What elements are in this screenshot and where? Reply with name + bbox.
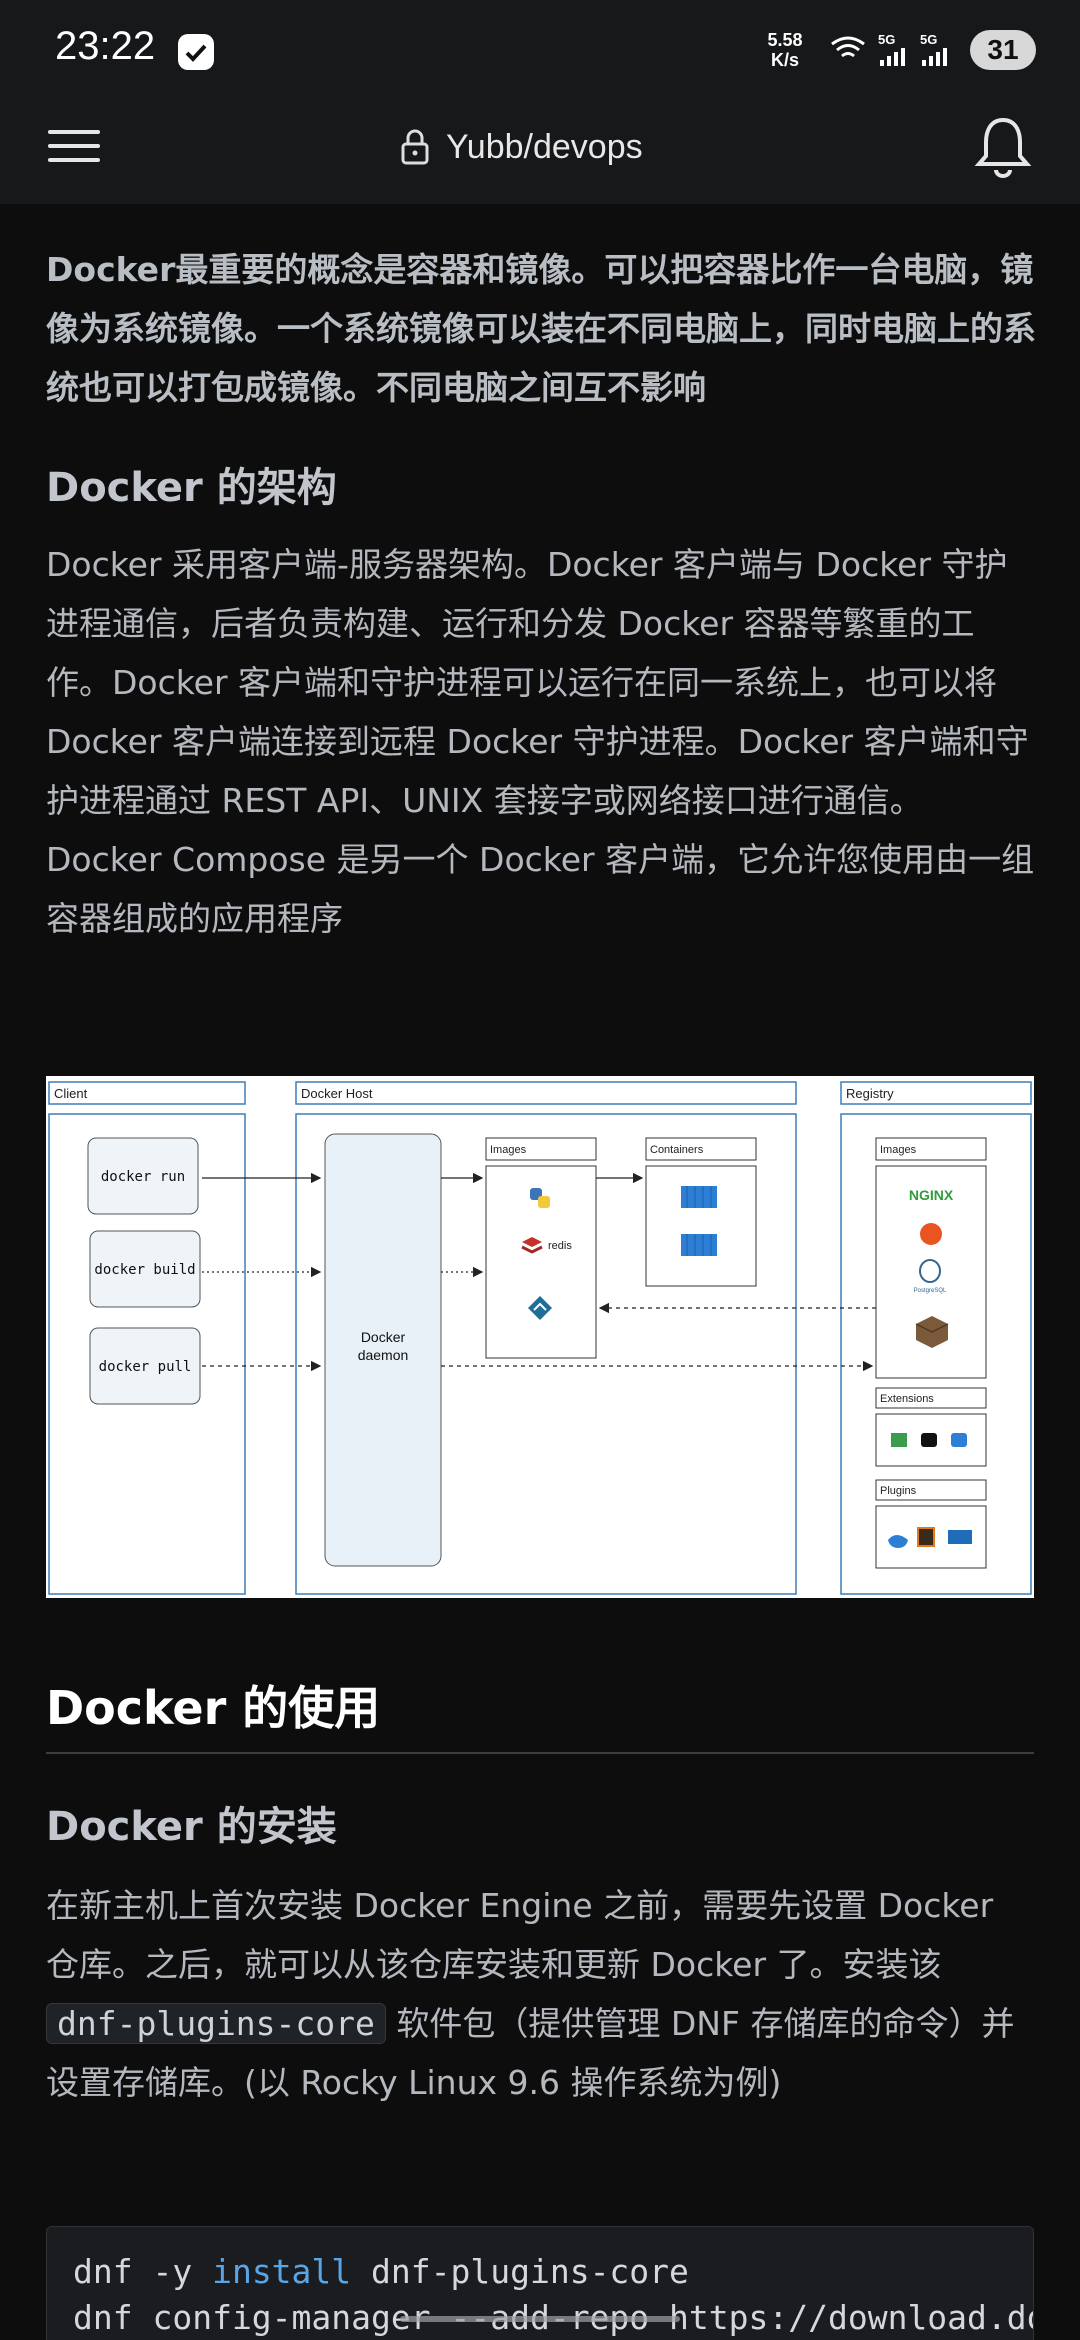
extension-icon-1 [891, 1433, 907, 1447]
containers-title: Containers [650, 1144, 704, 1156]
repo-title-text: Yubb/devops [446, 127, 643, 166]
wifi-icon [831, 36, 865, 58]
registry-images-title-box [875, 1137, 987, 1161]
postgresql-label: PostgreSQL [914, 1288, 947, 1294]
battery-indicator: 31 [970, 30, 1036, 70]
plugin-icon-2 [917, 1527, 935, 1547]
daemon-label-2: daemon [358, 1347, 409, 1363]
extension-icon-3 [951, 1433, 967, 1447]
intro-paragraph: Docker最重要的概念是容器和镜像。可以把容器比作一台电脑，镜像为系统镜像。一… [46, 250, 1036, 407]
container-icon-1 [681, 1186, 717, 1208]
extensions-title: Extensions [880, 1393, 934, 1405]
docker-pull-box [89, 1327, 201, 1405]
article-content: Docker最重要的概念是容器和镜像。可以把容器比作一台电脑，镜像为系统镜像。一… [46, 240, 1036, 948]
images-title-box [485, 1137, 597, 1161]
host-title-box [295, 1081, 797, 1105]
containers-title-box [645, 1137, 757, 1161]
usage-heading: Docker 的使用 [46, 1681, 381, 1735]
notification-app-icon [178, 34, 214, 70]
install-paragraph: 在新主机上首次安装 Docker Engine 之前，需要先设置 Docker … [46, 1886, 1015, 2102]
app-bar: Yubb/devops [0, 92, 1080, 204]
registry-title: Registry [846, 1086, 894, 1101]
container-icon-2 [681, 1234, 717, 1256]
docker-build-label: docker build [94, 1262, 195, 1278]
repo-title[interactable]: Yubb/devops [400, 124, 643, 170]
client-title-box [48, 1081, 246, 1105]
docker-run-label: docker run [101, 1169, 185, 1185]
svg-text:5G: 5G [878, 32, 895, 47]
svg-text:5G: 5G [920, 32, 937, 47]
network-speed: 5.58 K/s [767, 30, 803, 70]
extensions-title-box [875, 1387, 987, 1409]
notifications-button[interactable] [974, 114, 1032, 184]
install-heading: Docker 的安装 [46, 1804, 337, 1850]
postgresql-icon [919, 1259, 941, 1283]
bell-icon [974, 117, 1032, 178]
registry-title-box [840, 1081, 1032, 1105]
horizontal-scrollbar[interactable] [400, 2316, 680, 2322]
client-title: Client [54, 1086, 88, 1101]
docker-architecture-diagram: Client docker run docker build docker pu… [46, 1076, 1034, 1598]
inline-code-dnf-plugins: dnf-plugins-core [46, 2003, 386, 2044]
images-title: Images [490, 1144, 527, 1156]
mariadb-icon [528, 1296, 552, 1320]
docker-pull-label: docker pull [99, 1359, 192, 1375]
plugins-title: Plugins [880, 1485, 917, 1497]
plugin-icon-3 [948, 1530, 972, 1544]
containers-panel [645, 1165, 757, 1287]
lock-icon [401, 129, 429, 165]
package-icon [915, 1316, 949, 1348]
plugins-title-box [875, 1479, 987, 1501]
hamburger-icon [48, 130, 100, 134]
extension-icon-2 [921, 1433, 937, 1447]
docker-build-box [89, 1230, 201, 1308]
code-block[interactable]: dnf -y install dnf-plugins-core dnf conf… [46, 2226, 1034, 2340]
menu-button[interactable] [48, 122, 100, 174]
status-icons: 5G 5G [830, 30, 965, 74]
status-bar: 23:22 5.58 K/s 5G 5G 31 [0, 0, 1080, 92]
ubuntu-icon [920, 1223, 942, 1245]
status-time: 23:22 [55, 24, 156, 68]
docker-run-box [87, 1137, 199, 1215]
signal-icon-1: 5G [878, 32, 905, 66]
python-icon [530, 1188, 550, 1208]
arch-paragraph: Docker 采用客户端-服务器架构。Docker 客户端与 Docker 守护… [46, 545, 1035, 938]
docker-daemon-box [324, 1133, 442, 1567]
daemon-label-1: Docker [361, 1329, 406, 1345]
redis-icon [521, 1237, 543, 1254]
plugin-icon-1 [888, 1535, 908, 1548]
redis-label: redis [548, 1240, 572, 1252]
heading-divider [46, 1752, 1034, 1754]
registry-images-title: Images [880, 1144, 917, 1156]
arch-heading: Docker 的架构 [46, 465, 337, 511]
host-title: Docker Host [301, 1086, 373, 1101]
usage-section: Docker 的使用 Docker 的安装 在新主机上首次安装 Docker E… [46, 1672, 1034, 2112]
signal-icon-2: 5G [920, 32, 947, 66]
nginx-logo: NGINX [909, 1187, 954, 1203]
